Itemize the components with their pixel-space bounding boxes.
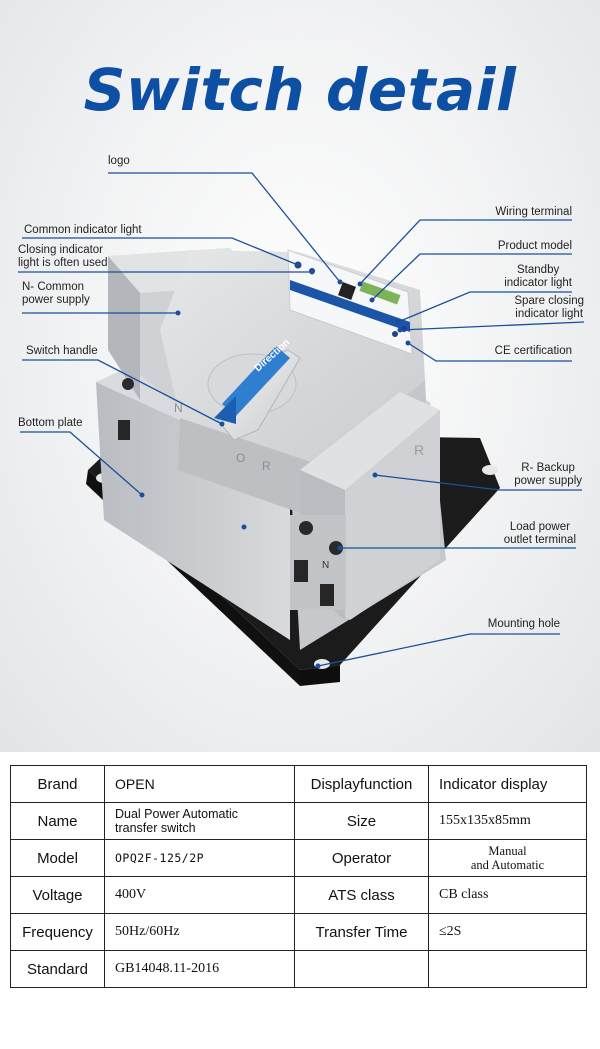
terminal-n-mark: N bbox=[322, 560, 329, 571]
spec-value: OPQ2F-125/2P bbox=[104, 839, 295, 877]
pos-r-mark: R bbox=[262, 459, 271, 473]
callout-common-indicator: Common indicator light bbox=[24, 224, 142, 236]
pos-o-mark: O bbox=[236, 451, 245, 465]
spec-label: Displayfunction bbox=[294, 765, 429, 803]
spec-label: Voltage bbox=[10, 876, 105, 914]
spec-label: Size bbox=[294, 802, 429, 840]
spec-label: Model bbox=[10, 839, 105, 877]
spec-label: Transfer Time bbox=[294, 913, 429, 951]
spec-value: GB14048.11-2016 bbox=[104, 950, 295, 988]
table-row: Brand OPEN Displayfunction Indicator dis… bbox=[10, 765, 587, 803]
spec-label: Standard bbox=[10, 950, 105, 988]
leader-dots bbox=[139, 262, 411, 669]
table-row: Voltage 400V ATS class CB class bbox=[10, 876, 587, 914]
page-title: Switch detail bbox=[83, 56, 517, 124]
spec-value: 50Hz/60Hz bbox=[104, 913, 295, 951]
spec-label: Name bbox=[10, 802, 105, 840]
load-terminal-shape bbox=[118, 378, 346, 610]
spec-table: Brand OPEN Displayfunction Indicator dis… bbox=[10, 765, 587, 988]
spec-value: ≤2S bbox=[428, 913, 587, 951]
spec-label: Operator bbox=[294, 839, 429, 877]
spec-label: ATS class bbox=[294, 876, 429, 914]
leader-lines bbox=[18, 172, 585, 667]
pos-r-label: R bbox=[414, 442, 424, 458]
callout-product-model: Product model bbox=[497, 240, 572, 252]
callout-bottom-plate: Bottom plate bbox=[18, 417, 83, 429]
callout-ce-certification: CE certification bbox=[494, 345, 572, 357]
spec-label: Brand bbox=[10, 765, 105, 803]
table-row: Frequency 50Hz/60Hz Transfer Time ≤2S bbox=[10, 913, 587, 951]
spec-label bbox=[294, 950, 429, 988]
spec-label: Frequency bbox=[10, 913, 105, 951]
spec-value: 400V bbox=[104, 876, 295, 914]
callout-logo: logo bbox=[108, 155, 130, 167]
spec-value: OPEN bbox=[104, 765, 295, 803]
pos-n-mark: N bbox=[174, 401, 183, 415]
table-row: Standard GB14048.11-2016 bbox=[10, 950, 587, 988]
spec-value: 155x135x85mm bbox=[428, 802, 587, 840]
spec-value: Indicator display bbox=[428, 765, 587, 803]
product-photo-panel: Switch detail bbox=[0, 0, 600, 752]
callout-mounting-hole: Mounting hole bbox=[487, 618, 560, 630]
callout-wiring-terminal: Wiring terminal bbox=[495, 206, 572, 218]
spec-value: CB class bbox=[428, 876, 587, 914]
device-illustration: Direction R R O N N bbox=[18, 172, 585, 686]
callout-switch-handle: Switch handle bbox=[26, 345, 98, 357]
spec-value bbox=[428, 950, 587, 988]
